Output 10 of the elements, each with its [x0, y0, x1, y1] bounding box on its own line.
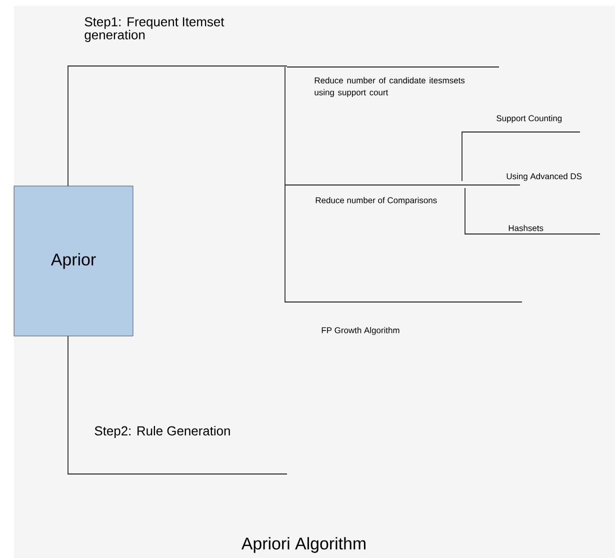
- branch-label: Hashsets: [508, 224, 544, 232]
- branch-label: Support Counting: [496, 115, 562, 123]
- branch-label: Step2: Rule Generation: [94, 426, 230, 438]
- branch-label: Reduce number of candidate itesmsets using support court: [314, 77, 465, 98]
- caption: Apriori Algorithm: [241, 537, 366, 553]
- branch-label: Using Advanced DS: [506, 173, 582, 181]
- branch-label: Reduce number of Comparisons: [316, 197, 437, 205]
- branch-label: FP Growth Algorithm: [322, 327, 400, 335]
- process-box: Aprior: [14, 186, 134, 336]
- branch-label: Step1: Frequent Itemset generation: [84, 17, 224, 42]
